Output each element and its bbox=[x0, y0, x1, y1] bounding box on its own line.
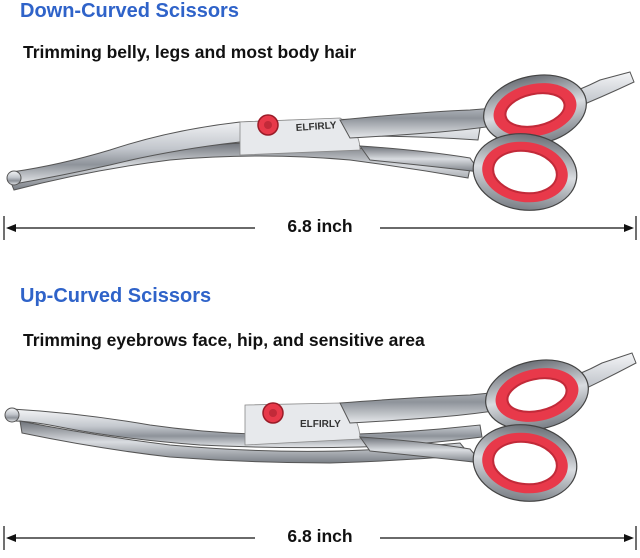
brand-label: ELFIRLY bbox=[300, 419, 341, 430]
section-title-down-curved: Down-Curved Scissors bbox=[20, 0, 239, 22]
length-dimension-line-up-curved bbox=[3, 526, 637, 550]
up-curved-scissors-image: ELFIRLY bbox=[4, 352, 637, 502]
length-label-up-curved: 6.8 inch bbox=[260, 526, 380, 547]
section-title-up-curved: Up-Curved Scissors bbox=[20, 285, 212, 307]
section-description-down-curved: Trimming belly, legs and most body hair bbox=[23, 42, 357, 62]
section-description-up-curved: Trimming eyebrows face, hip, and sensiti… bbox=[23, 330, 425, 350]
length-dimension-line-down-curved bbox=[3, 216, 637, 240]
down-curved-scissors-image: ELFIRLY bbox=[6, 71, 635, 211]
brand-label: ELFIRLY bbox=[295, 120, 337, 134]
length-label-down-curved: 6.8 inch bbox=[260, 216, 380, 237]
